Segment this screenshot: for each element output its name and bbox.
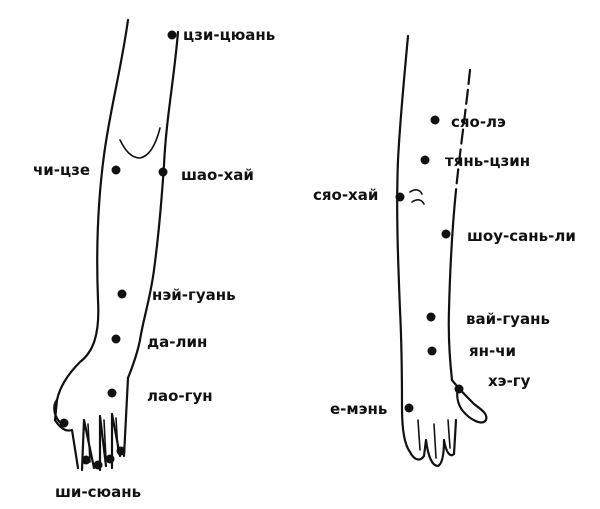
acupoint-dot	[116, 446, 126, 456]
right-thumb	[450, 378, 488, 424]
acupoint-dot	[111, 165, 121, 175]
left-arm-outer-contour	[53, 18, 130, 422]
left-arm-inner-contour	[126, 30, 180, 380]
acupoint-dot	[105, 454, 115, 464]
point-label-khe-gu: хэ-гу	[488, 372, 531, 390]
point-label-nei-guan: нэй-гуань	[152, 286, 236, 304]
right-elbow-mark	[409, 189, 425, 205]
acupoint-dot	[426, 312, 436, 322]
point-label-syao-khai: сяо-хай	[313, 186, 378, 204]
acupoint-dot	[395, 192, 405, 202]
left-arm-points	[59, 30, 177, 470]
left-arm-labels: цзи-цюань чи-цзе шао-хай нэй-гуань да-ли…	[33, 26, 275, 501]
point-label-shou-san-li: шоу-сань-ли	[467, 227, 576, 245]
acupoint-dot	[430, 115, 440, 125]
right-finger-lines	[417, 419, 451, 459]
acupoint-dot	[111, 334, 121, 344]
right-arm-labels: сяо-лэ тянь-цзин сяо-хай шоу-сань-ли вай…	[313, 113, 576, 418]
right-arm-right-contour-lower	[447, 188, 458, 382]
point-label-yan-chi: ян-чи	[469, 342, 516, 360]
point-label-lao-gun: лао-гун	[147, 387, 213, 405]
point-label-syao-le: сяо-лэ	[451, 113, 506, 131]
right-hand-outline	[408, 418, 458, 468]
acupoint-dot	[81, 455, 91, 465]
left-arm-figure	[53, 18, 180, 472]
point-label-e-men: е-мэнь	[330, 400, 387, 418]
right-arm-right-contour-upper	[454, 68, 472, 192]
acupoint-dot	[454, 384, 464, 394]
right-arm-points	[395, 115, 464, 413]
acupoint-dot	[117, 289, 127, 299]
point-label-da-lin: да-лин	[147, 333, 207, 351]
acupoint-dot	[420, 155, 430, 165]
right-arm-figure	[396, 34, 488, 468]
acupoint-dot	[107, 388, 117, 398]
point-label-shao-khai: шао-хай	[181, 166, 254, 184]
acupoint-dot	[158, 167, 168, 177]
acupoint-dot	[59, 418, 69, 428]
right-arm-left-contour	[396, 34, 412, 454]
acupoint-dot	[427, 346, 437, 356]
acupoint-dot	[93, 460, 103, 470]
point-label-vai-guan: вай-гуань	[466, 310, 550, 328]
left-finger-lines	[87, 417, 119, 463]
point-label-shi-syuan: ши-сюань	[55, 483, 141, 501]
point-label-tyan-tszin: тянь-цзин	[445, 152, 530, 170]
acupoint-dot	[404, 403, 414, 413]
acupoint-dot	[167, 30, 177, 40]
acupoint-dot	[441, 229, 451, 239]
point-label-chi-tsze: чи-цзе	[33, 161, 90, 179]
point-label-tszi-tsyuan: цзи-цюань	[183, 26, 275, 44]
left-elbow-crease	[119, 127, 161, 159]
